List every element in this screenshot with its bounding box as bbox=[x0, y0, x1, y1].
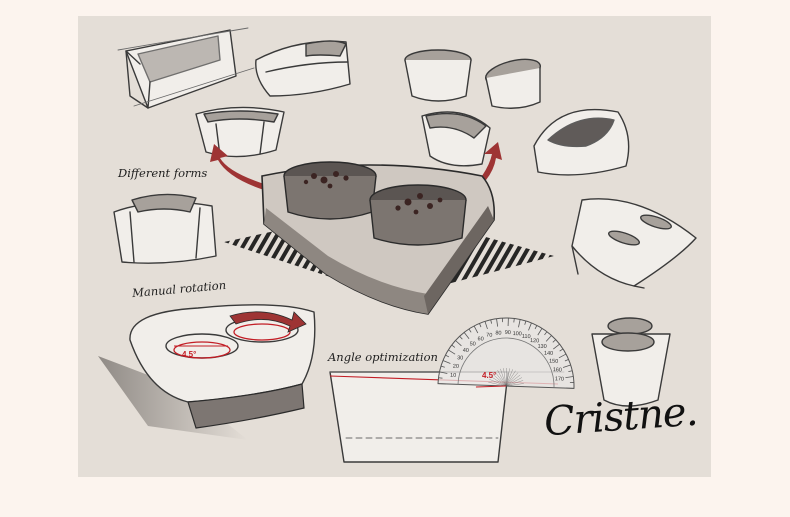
label-different-forms: Different forms bbox=[118, 166, 208, 180]
protractor-ray bbox=[503, 368, 507, 387]
red-arrow-right bbox=[482, 142, 502, 180]
protractor-tick bbox=[534, 325, 538, 330]
protractor-tick-label: 10 bbox=[450, 373, 456, 379]
protractor-tick bbox=[544, 331, 548, 336]
protractor-tick-label: 170 bbox=[555, 376, 564, 382]
feeder-render bbox=[261, 161, 496, 315]
protractor-ray bbox=[489, 379, 507, 387]
optimization-angle-label: 4.5° bbox=[482, 371, 497, 380]
protractor-tick bbox=[448, 349, 456, 355]
protractor-ray bbox=[505, 370, 516, 387]
sketch-cup-2 bbox=[485, 58, 541, 109]
protractor-tick bbox=[479, 323, 482, 328]
protractor-tick bbox=[518, 319, 521, 328]
protractor-ray bbox=[505, 374, 521, 387]
protractor-ray bbox=[505, 383, 524, 387]
protractor-tick-label: 80 bbox=[495, 330, 501, 336]
protractor-tick bbox=[468, 328, 472, 333]
protractor-tick bbox=[545, 335, 552, 342]
protractor-tick bbox=[442, 360, 451, 364]
label-angle-optimization: Angle optimization bbox=[328, 350, 438, 364]
sketch-stacked-cups bbox=[591, 317, 671, 407]
red-arrow-left bbox=[210, 144, 264, 190]
rotation-angle-label: 4.5° bbox=[182, 350, 197, 359]
protractor-ray bbox=[492, 373, 507, 387]
protractor-tick-label: 150 bbox=[549, 358, 558, 364]
protractor-tick bbox=[473, 325, 479, 334]
sketch-left-stand bbox=[113, 193, 217, 264]
protractor-tick-label: 50 bbox=[470, 341, 476, 347]
protractor-ray bbox=[505, 385, 524, 387]
protractor-tick bbox=[463, 332, 470, 339]
sketch-sofa-box bbox=[117, 27, 255, 109]
protractor-tick bbox=[440, 365, 445, 368]
protractor-tick-label: 60 bbox=[477, 336, 483, 342]
protractor-tick-label: 120 bbox=[530, 338, 539, 344]
protractor-tick bbox=[490, 319, 492, 324]
protractor-ray bbox=[505, 368, 510, 387]
protractor-tick bbox=[524, 320, 527, 325]
protractor-tick-label: 110 bbox=[522, 334, 531, 340]
protractor-ray bbox=[497, 370, 507, 387]
protractor-ray bbox=[505, 368, 507, 387]
protractor-tick bbox=[558, 353, 567, 359]
protractor-ray bbox=[505, 380, 524, 387]
protractor-tick bbox=[484, 321, 488, 330]
protractor-ray bbox=[500, 368, 507, 387]
protractor-ray bbox=[488, 382, 507, 387]
protractor-tick bbox=[565, 376, 574, 379]
protractor-tick bbox=[537, 328, 543, 336]
protractor-tick bbox=[455, 340, 462, 347]
protractor-tick bbox=[559, 348, 564, 352]
protractor-tick bbox=[445, 354, 450, 358]
protractor-tick bbox=[528, 322, 532, 331]
protractor-ray bbox=[494, 371, 507, 387]
protractor-tick bbox=[564, 359, 569, 362]
protractor-tick-label: 70 bbox=[486, 333, 492, 339]
protractor-tick-label: 130 bbox=[537, 344, 546, 350]
protractor-tick-label: 100 bbox=[512, 331, 521, 337]
protractor-tick bbox=[439, 371, 448, 374]
protractor-tick-label: 20 bbox=[453, 364, 459, 370]
sketch-scoop bbox=[421, 111, 491, 167]
protractor-tick-label: 160 bbox=[553, 367, 562, 373]
protractor-tick-label: 140 bbox=[544, 351, 553, 357]
protractor-tick-label: 90 bbox=[505, 330, 511, 336]
protractor-tick bbox=[496, 318, 499, 327]
sketch-bucket-sofa bbox=[255, 40, 351, 97]
protractor-ray bbox=[505, 369, 513, 387]
protractor-ray bbox=[490, 376, 507, 387]
protractor-ray bbox=[505, 377, 522, 387]
manual-rotation-feeder bbox=[98, 304, 316, 440]
protractor-tick-label: 40 bbox=[463, 348, 469, 354]
protractor-tick bbox=[553, 343, 560, 350]
protractor-tick bbox=[459, 335, 463, 340]
protractor-ray bbox=[505, 372, 519, 387]
sketch-cup-1 bbox=[404, 49, 472, 102]
protractor-tick bbox=[451, 344, 456, 348]
protractor-tick-label: 30 bbox=[457, 355, 463, 361]
sketch-tray-stand bbox=[571, 198, 697, 289]
protractor-tick bbox=[568, 370, 573, 372]
protractor-tick bbox=[552, 339, 557, 343]
sketch-curved-stand bbox=[195, 106, 285, 158]
protractor-tick bbox=[562, 364, 571, 368]
sketch-tilted-pod bbox=[533, 108, 630, 176]
